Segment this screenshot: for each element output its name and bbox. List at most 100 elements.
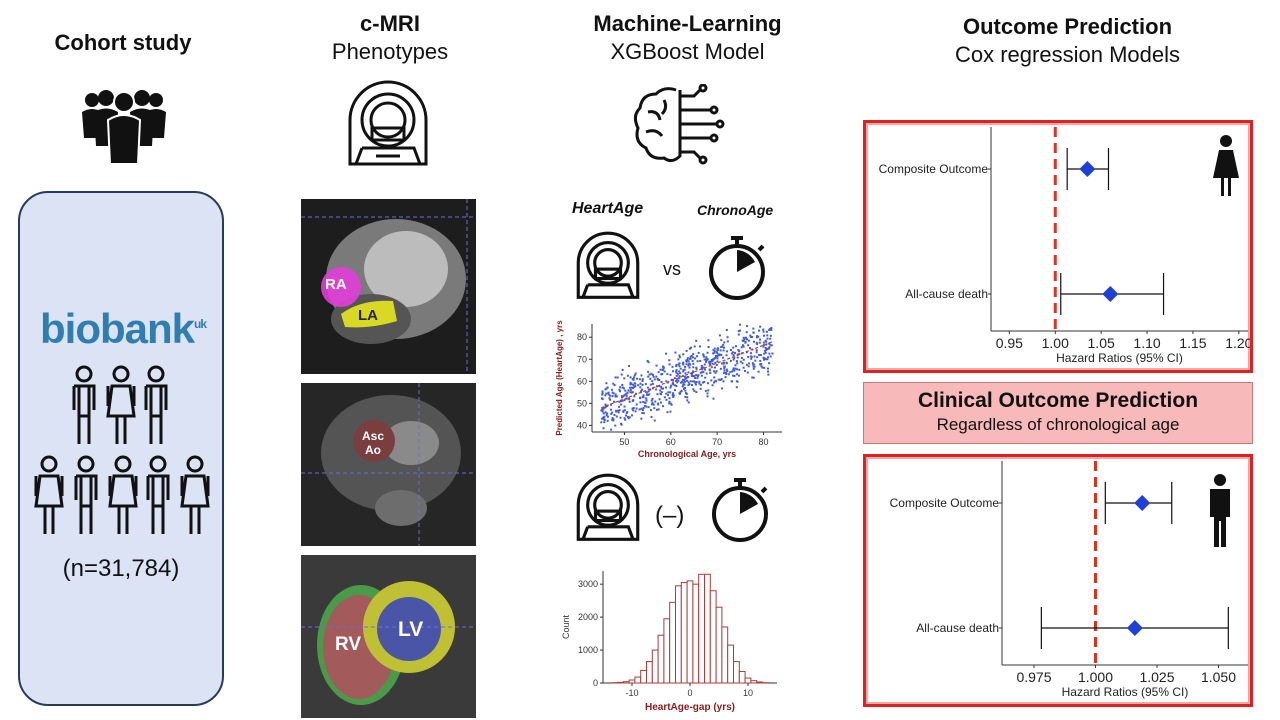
scatter-point — [617, 411, 620, 414]
scatter-point — [669, 373, 672, 376]
scatter-point — [678, 356, 681, 359]
scatter-point — [704, 376, 707, 379]
scatter-point — [706, 351, 709, 354]
scatter-point — [746, 338, 749, 341]
scatter-point — [718, 334, 721, 337]
scatter-point — [681, 378, 684, 381]
stopwatch-icon — [709, 236, 765, 300]
label-la: LA — [358, 307, 378, 324]
scatter-point — [755, 349, 758, 352]
scatter-point — [695, 381, 698, 384]
scatter-point — [682, 383, 685, 386]
outcome-subtitle: Cox regression Models — [955, 42, 1180, 67]
scatter-point — [614, 395, 617, 398]
scatter-point — [623, 417, 626, 420]
scatter-x-label: Chronological Age, yrs — [638, 449, 736, 459]
scatter-point — [757, 335, 760, 338]
scatter-point — [650, 415, 653, 418]
scatter-y-tick-label: 70 — [577, 354, 587, 364]
outcome-title: Outcome Prediction — [962, 14, 1173, 39]
scatter-point — [646, 359, 649, 362]
clinical-outcome-box: Clinical Outcome Prediction Regardless o… — [863, 382, 1253, 444]
scatter-point — [677, 379, 680, 382]
hist-bar — [680, 582, 688, 684]
scatter-point — [657, 408, 660, 411]
scatter-point — [672, 396, 675, 399]
scatter-point — [762, 328, 765, 331]
scatter-point — [706, 392, 709, 395]
scatter-point — [675, 363, 678, 366]
scatter-point — [650, 372, 653, 375]
scatter-point — [736, 362, 739, 365]
scatter-point — [678, 377, 681, 380]
scatter-point — [639, 382, 642, 385]
scatter-point — [685, 363, 688, 366]
scatter-point — [755, 351, 758, 354]
scatter-point — [661, 365, 664, 368]
scatter-point — [716, 355, 719, 358]
scatter-point — [751, 376, 754, 379]
scatter-point — [762, 344, 765, 347]
scatter-point — [675, 384, 678, 387]
scatter-point — [768, 346, 771, 349]
hist-bar — [646, 661, 653, 684]
scatter-point — [665, 380, 668, 383]
scatter-point — [747, 355, 750, 358]
forest-x-label: Hazard Ratios (95% CI) — [1062, 685, 1189, 699]
scatter-point — [612, 392, 615, 395]
scatter-point — [693, 375, 696, 378]
scatter-point — [612, 419, 615, 422]
scatter-point — [642, 406, 645, 409]
scatter-point — [722, 343, 725, 346]
hist-bar — [622, 681, 630, 684]
scatter-point — [671, 382, 674, 385]
scatter-point — [740, 356, 743, 359]
scatter-point — [725, 328, 728, 331]
scatter-point — [722, 349, 725, 352]
scatter-point — [759, 325, 762, 328]
scatter-point — [700, 371, 703, 374]
scatter-point — [613, 414, 616, 417]
scatter-point — [752, 363, 755, 366]
scatter-point — [689, 355, 692, 358]
scatter-point — [769, 327, 772, 330]
scatter-point — [743, 338, 746, 341]
scatter-point — [731, 352, 734, 355]
scatter-point — [628, 400, 631, 403]
forest-x-tick-label: 1.000 — [1078, 669, 1113, 685]
scatter-point — [649, 377, 652, 380]
scatter-point — [611, 395, 614, 398]
scatter-point — [733, 369, 736, 372]
scatter-point — [668, 397, 671, 400]
scatter-point — [656, 393, 659, 396]
scatter-points — [600, 323, 774, 431]
scatter-point — [706, 358, 709, 361]
scatter-point — [724, 376, 727, 379]
scatter-point — [665, 352, 668, 355]
scatter-point — [651, 382, 654, 385]
scatter-point — [682, 369, 685, 372]
scatter-point — [708, 368, 711, 371]
scatter-point — [616, 409, 619, 412]
forest-row-label: Composite Outcome — [879, 162, 989, 176]
scatter-point — [751, 362, 754, 365]
scatter-point — [604, 411, 607, 414]
forest-row-label: All-cause death — [916, 621, 999, 635]
scatter-point — [617, 405, 620, 408]
forest-x-tick-label: 0.975 — [1016, 669, 1051, 685]
scatter-point — [630, 391, 633, 394]
scatter-point — [766, 367, 769, 370]
scatter-point — [648, 393, 651, 396]
forest-x-tick-label: 1.10 — [1133, 335, 1160, 351]
scatter-point — [749, 334, 752, 337]
scatter-point — [684, 386, 687, 389]
scatter-point — [695, 339, 698, 342]
hist-bar — [733, 661, 740, 684]
scatter-point — [736, 373, 739, 376]
scatter-point — [685, 360, 688, 363]
scatter-point — [754, 359, 757, 362]
scatter-point — [742, 336, 745, 339]
scatter-point — [716, 357, 719, 360]
